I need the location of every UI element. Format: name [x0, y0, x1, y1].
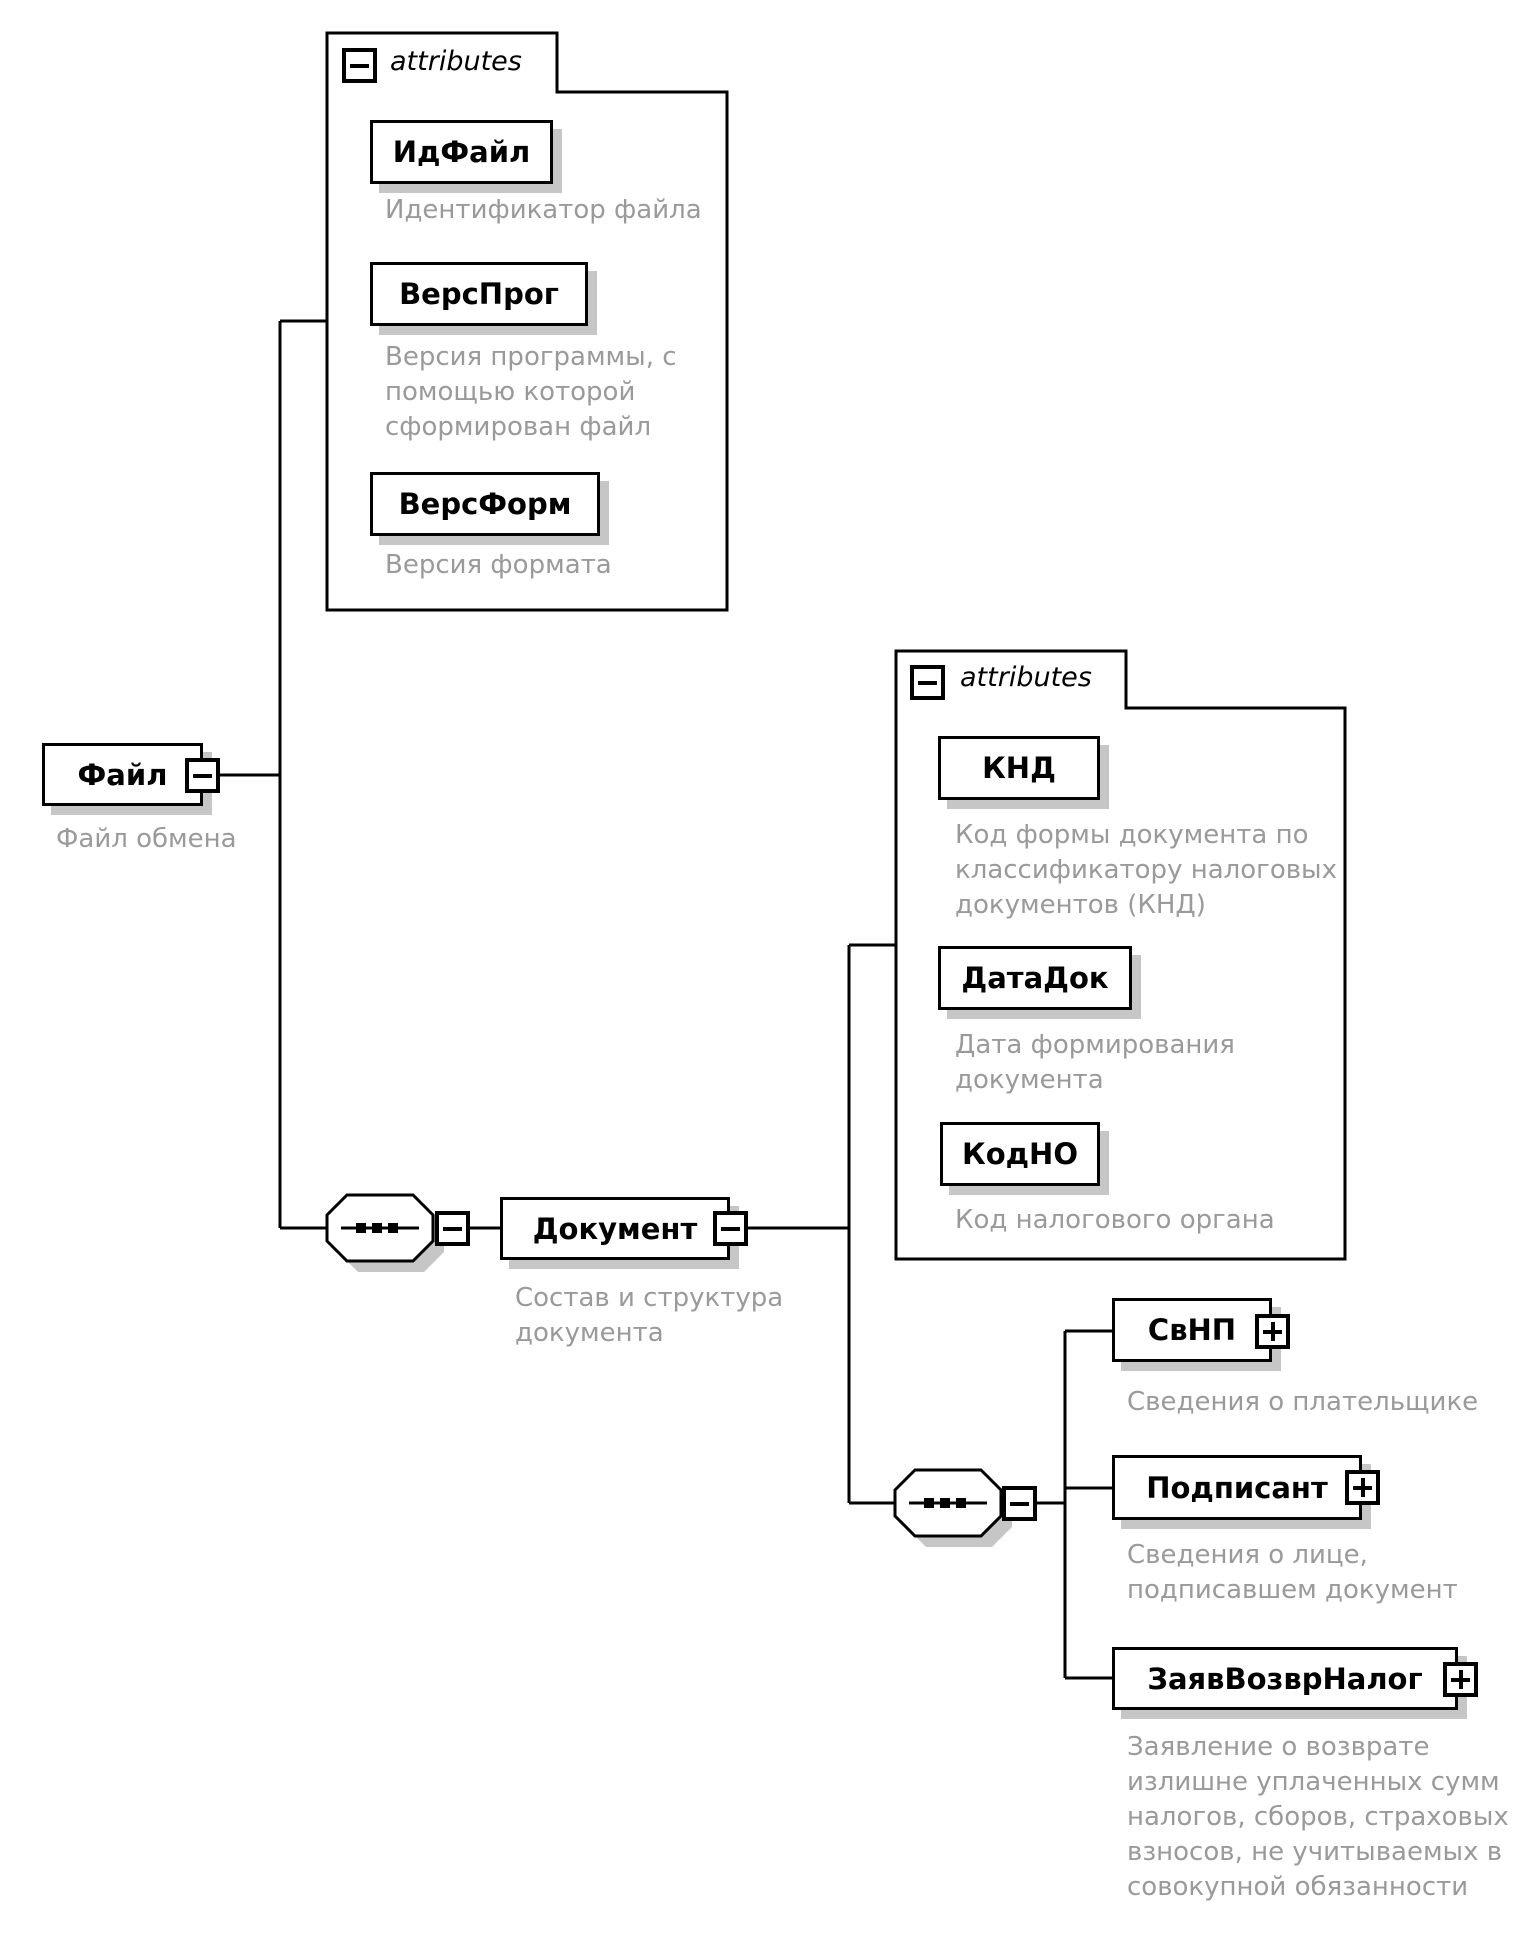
attributes-label: attributes [390, 46, 522, 77]
element-name: Подписант [1146, 1470, 1328, 1505]
attribute-name: ИдФайл [392, 135, 531, 169]
element-zayavvozvrnalog[interactable]: ЗаявВозврНалог [1112, 1647, 1458, 1710]
attribute-name: ДатаДок [961, 961, 1109, 995]
annotation: Код формы документа по классификатору на… [955, 820, 1337, 920]
element-name: ЗаявВозврНалог [1147, 1661, 1423, 1696]
minus-icon[interactable] [185, 758, 220, 793]
element-name: Документ [532, 1211, 698, 1246]
element-svnp[interactable]: СвНП [1112, 1298, 1272, 1362]
attribute-name: КодНО [962, 1137, 1078, 1171]
minus-icon[interactable] [910, 665, 945, 700]
annotation: Сведения о лице, подписавшем документ [1127, 1540, 1458, 1605]
minus-icon[interactable] [435, 1211, 470, 1246]
annotation: Версия формата [385, 550, 612, 580]
attribute-kodno[interactable]: КодНО [940, 1122, 1100, 1186]
attribute-name: КНД [982, 751, 1056, 785]
minus-icon[interactable] [1002, 1486, 1037, 1521]
plus-icon[interactable] [1255, 1314, 1290, 1349]
annotation: Дата формирования документа [955, 1030, 1235, 1095]
annotation: Версия программы, с помощью которой сфор… [385, 342, 677, 442]
element-name: СвНП [1147, 1313, 1237, 1347]
minus-icon[interactable] [342, 48, 377, 83]
attribute-versprog[interactable]: ВерсПрог [370, 262, 588, 326]
annotation: Состав и структура документа [515, 1283, 784, 1348]
minus-icon[interactable] [713, 1211, 748, 1246]
annotation: Заявление о возврате излишне уплаченных … [1127, 1732, 1509, 1902]
annotation: Идентификатор файла [385, 195, 702, 225]
element-document[interactable]: Документ [500, 1197, 730, 1260]
element-name: Файл [77, 757, 168, 792]
sequence-icon [893, 1468, 1012, 1547]
sequence-icon [325, 1193, 444, 1272]
attribute-datadok[interactable]: ДатаДок [938, 946, 1132, 1010]
attribute-versform[interactable]: ВерсФорм [370, 472, 600, 536]
element-podpisant[interactable]: Подписант [1112, 1455, 1362, 1520]
annotation: Файл обмена [56, 824, 237, 854]
plus-icon[interactable] [1345, 1470, 1380, 1505]
annotation: Код налогового органа [955, 1205, 1275, 1235]
attribute-name: ВерсПрог [399, 277, 559, 311]
attribute-name: ВерсФорм [398, 487, 572, 521]
attribute-idfile[interactable]: ИдФайл [370, 120, 553, 184]
plus-icon[interactable] [1443, 1662, 1478, 1697]
attribute-knd[interactable]: КНД [938, 736, 1100, 800]
annotation: Сведения о плательщике [1127, 1387, 1479, 1417]
attributes-label: attributes [960, 662, 1092, 693]
element-file[interactable]: Файл [42, 743, 203, 806]
